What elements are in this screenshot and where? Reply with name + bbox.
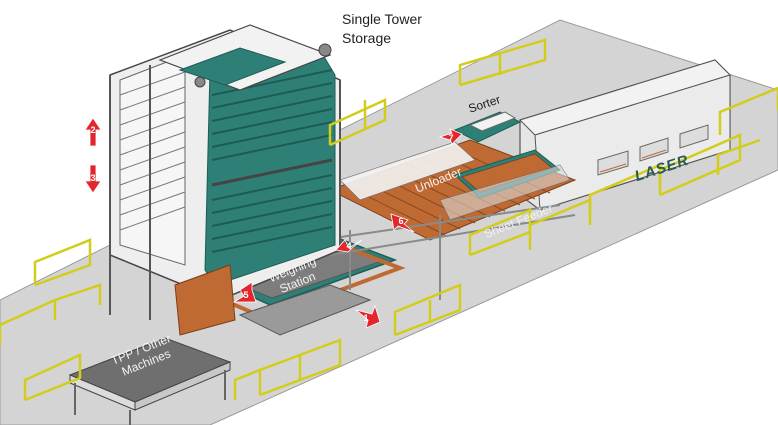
process-arrows — [84, 117, 463, 329]
step-number-7: 7 — [448, 133, 454, 143]
tower-title: Single Tower Storage — [342, 10, 422, 48]
laser-machine — [519, 59, 731, 211]
sorter-unit — [453, 111, 522, 143]
arrow-6 — [390, 213, 415, 233]
transfer-rails — [319, 204, 576, 300]
safety-fences — [0, 38, 778, 402]
arrow-3 — [84, 164, 102, 194]
arrow-2 — [84, 117, 102, 147]
step-number-1: 1 — [363, 313, 369, 323]
step-number-5: 5 — [243, 290, 249, 300]
arrow-5 — [232, 281, 257, 303]
step-number-2: 2 — [90, 125, 96, 135]
tpp-table — [68, 337, 232, 425]
arrow-1 — [355, 304, 381, 329]
arrow-7 — [438, 128, 463, 145]
single-tower-storage — [109, 24, 341, 336]
step-number-3: 3 — [90, 173, 96, 183]
tower-title-line1: Single Tower — [342, 11, 422, 27]
arrow-4 — [335, 239, 363, 253]
step-number-6: 6 — [398, 216, 404, 226]
tower-title-line2: Storage — [342, 30, 392, 46]
step-number-4: 4 — [346, 241, 352, 251]
